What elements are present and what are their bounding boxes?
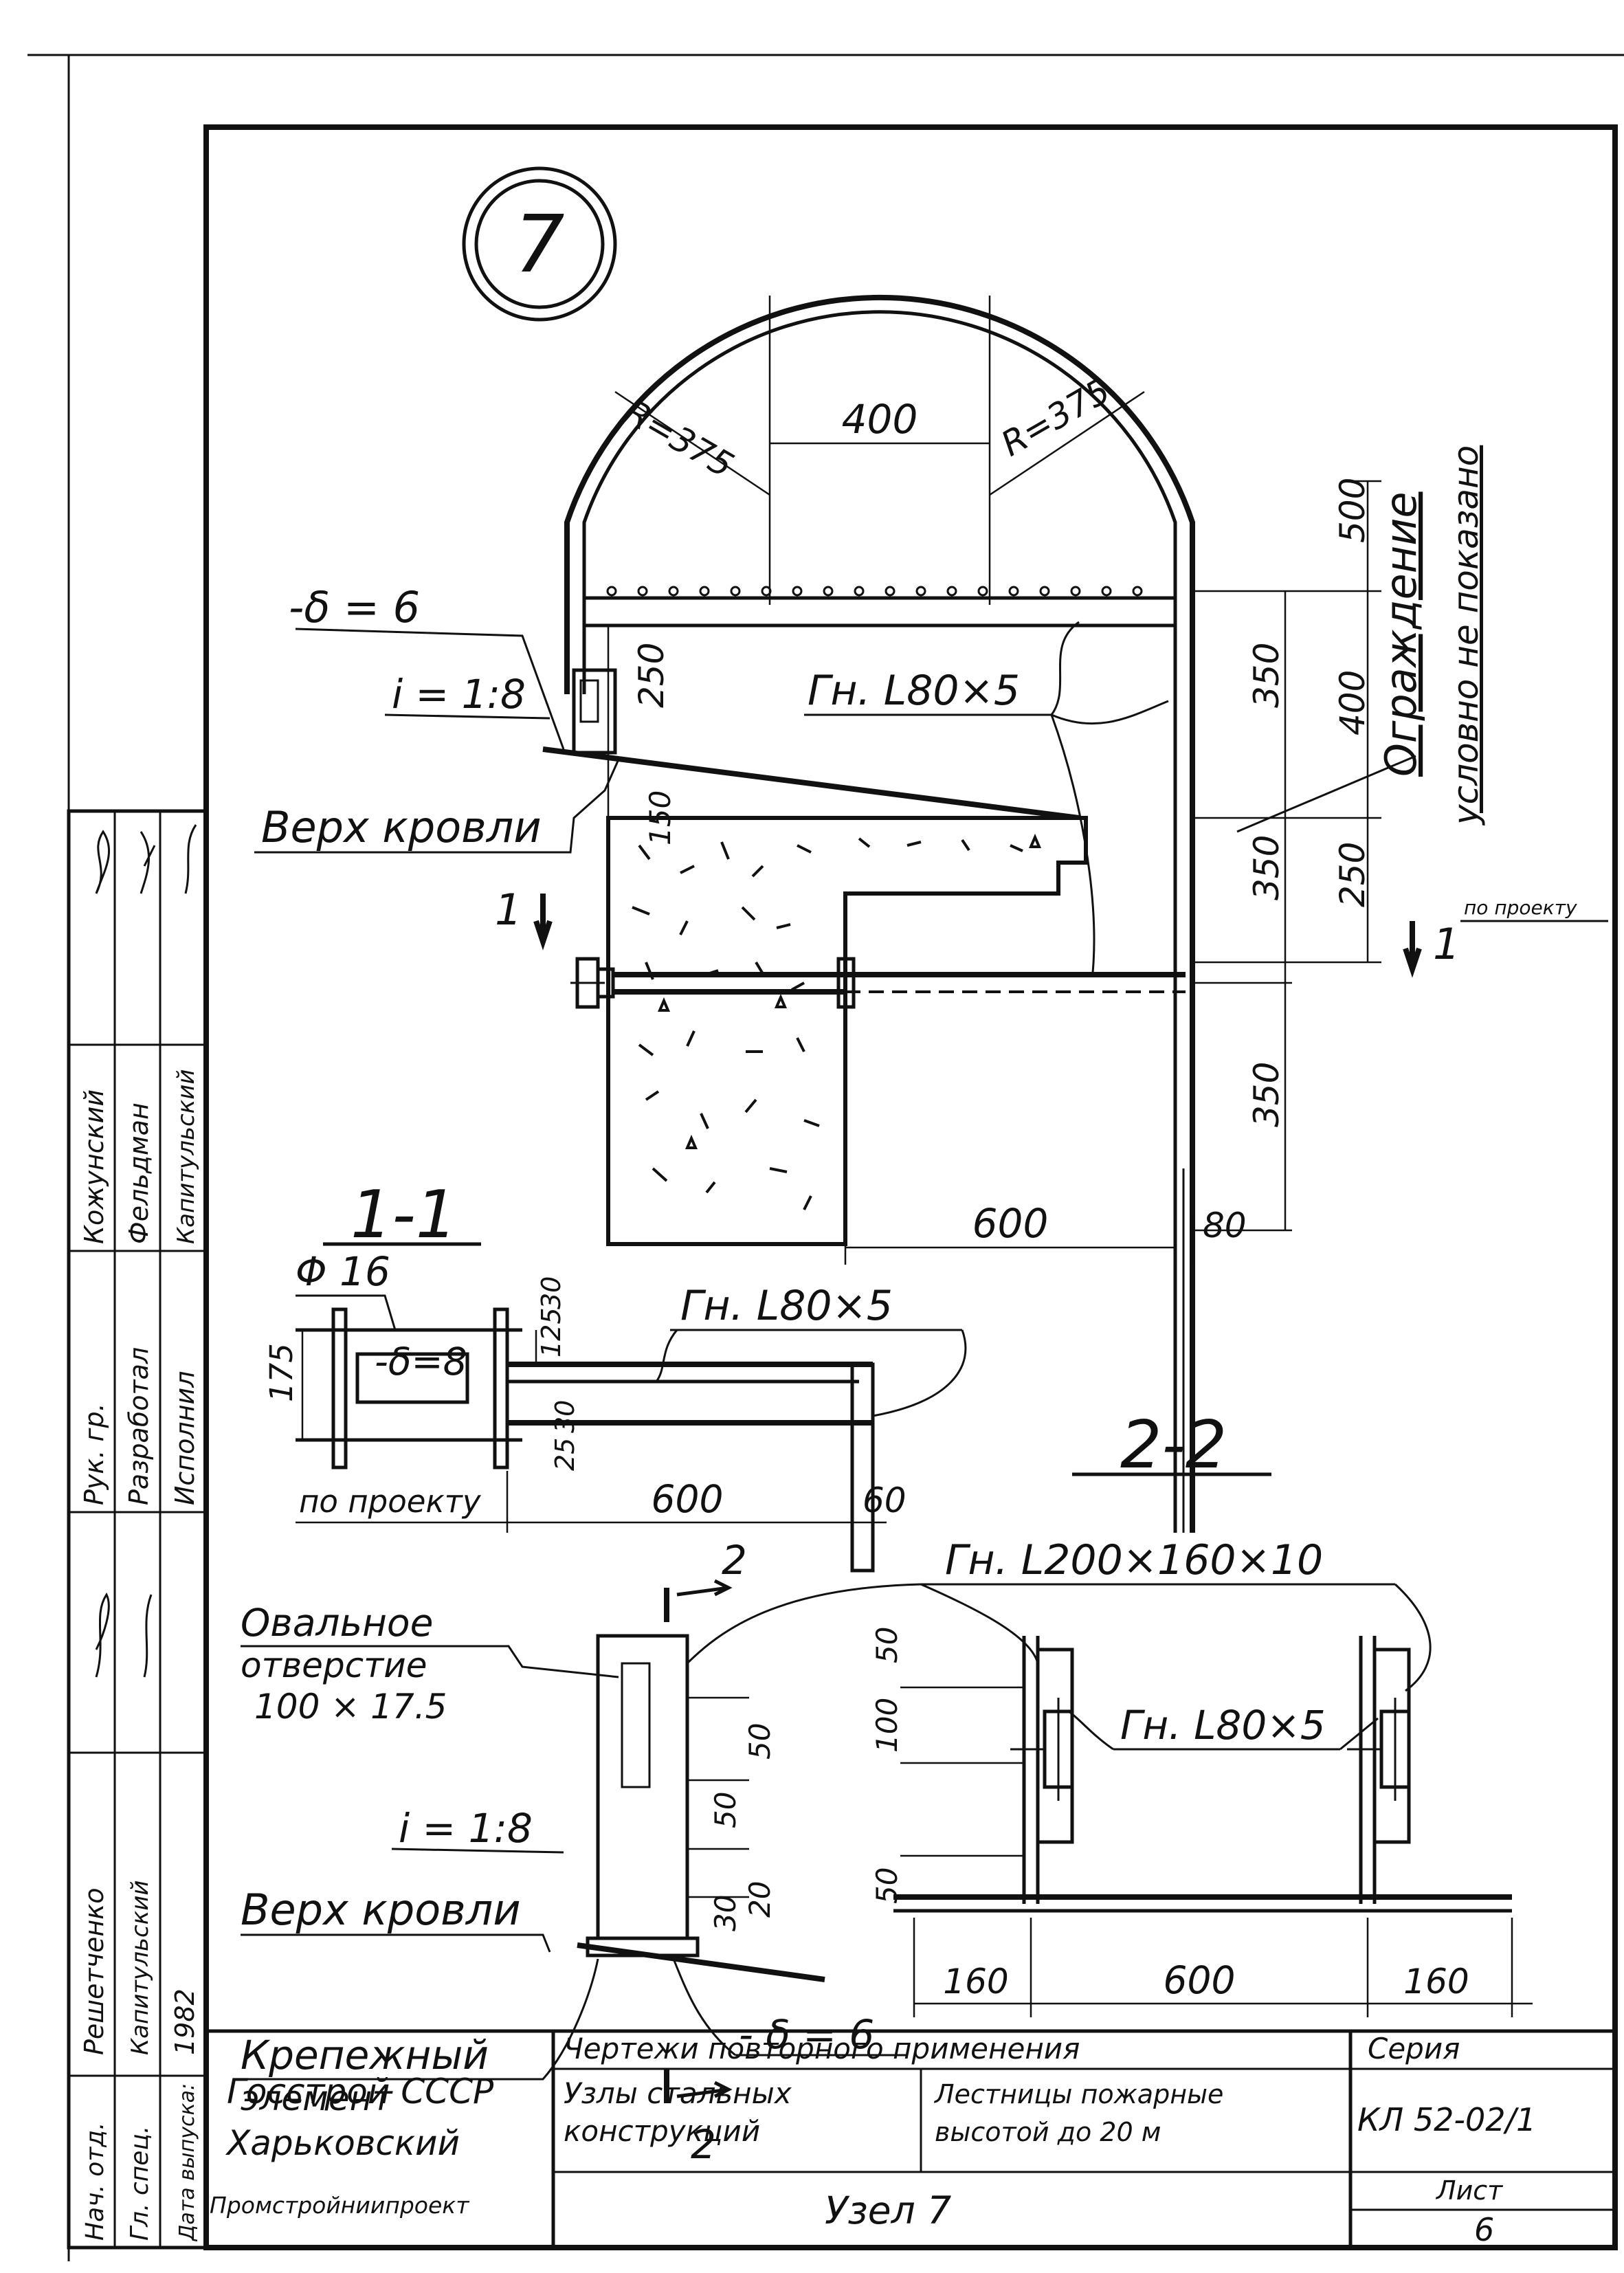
dim-500: 500	[1333, 478, 1372, 543]
dim-175: 175	[263, 1343, 300, 1402]
node-number: 7	[514, 199, 564, 291]
slope-label: i = 1:8	[392, 671, 526, 718]
dim-25: 25	[550, 1438, 580, 1471]
section-mark-right: 1	[1433, 919, 1460, 969]
dim-30-a: 30	[536, 1276, 566, 1309]
doc-type: Чертежи повторного применения	[564, 2032, 1080, 2065]
angle-assembly-right	[1347, 1636, 1411, 1904]
platform-bar	[582, 596, 1177, 628]
dim-350-c: 350	[1247, 1062, 1287, 1127]
dim-50-a: 50	[743, 1723, 777, 1760]
section-mark-left: 1	[495, 885, 522, 935]
width-top: 400	[842, 396, 918, 443]
dim-50-left: 50	[870, 1627, 904, 1663]
plate-label-2-2: - δ = 6	[739, 2011, 874, 2058]
oval-hole-2: отверстие	[241, 1645, 427, 1685]
dim-by-project: по проекту	[299, 1483, 482, 1520]
sig-lower-name-1: Решетченко	[79, 1888, 109, 2055]
hoop-inner	[582, 310, 1177, 1533]
dim-160-b: 160	[1403, 1962, 1469, 2002]
sheet-number: 6	[1474, 2211, 1494, 2248]
sig-role-3: Исполнил	[170, 1371, 200, 1505]
sheet-title: Узел 7	[825, 2188, 951, 2232]
series-value: КЛ 52-02/1	[1357, 2101, 1536, 2138]
org-3: Промстройниипроект	[210, 2192, 470, 2219]
sig-lower-role-3: Дата выпуска:	[175, 2083, 199, 2242]
signature-strip: Рук. гр. Кожунский Разработал Фельдман И…	[67, 809, 208, 2250]
sig-name-3: Капитульский	[173, 1069, 200, 1244]
main-view: R=375 R=375 400 -δ = 6 i = 1:8	[254, 294, 1608, 1533]
fence-note-2: условно не показано	[1446, 445, 1486, 826]
object-2: высотой до 20 м	[935, 2117, 1161, 2147]
concrete-wall	[606, 816, 1088, 1246]
roof-top-label: Верх кровли	[261, 802, 542, 852]
org-2: Харьковский	[225, 2123, 460, 2163]
sig-lower-role-2: Гл. спец.	[126, 2126, 154, 2241]
oval-hole-3: 100 × 17.5	[254, 1687, 447, 1727]
dim-100: 100	[870, 1698, 904, 1753]
sig-name-2: Фельдман	[124, 1102, 154, 1244]
dim-30-b: 30	[550, 1400, 580, 1433]
cut-mark-bottom: 2	[691, 2121, 716, 2168]
series-label: Серия	[1368, 2032, 1460, 2065]
by-project-note: по проекту	[1464, 896, 1577, 919]
cut-mark-top: 2	[722, 1537, 747, 1584]
slope-label-2-2: i = 1:8	[399, 1805, 533, 1852]
dim-160-a: 160	[943, 1962, 1008, 2002]
hoop-outer	[564, 294, 1195, 1533]
angle-label-1-1: Гн. L80×5	[680, 1282, 893, 1330]
angle-big-label: Гн. L200×160×10	[945, 1536, 1323, 1584]
dim-350-b: 350	[1247, 835, 1287, 900]
dim-30-2-2: 30	[709, 1895, 742, 1931]
dim-60: 60	[863, 1481, 906, 1520]
fastener-1: Крепежный	[241, 2032, 489, 2078]
dim-80: 80	[1203, 1206, 1247, 1245]
plate-label-1-1: -δ=8	[375, 1340, 467, 1384]
angle-assembly-left	[1010, 1636, 1074, 1904]
dim-250-b: 250	[1333, 842, 1372, 907]
dim-50-b: 50	[709, 1792, 742, 1828]
rod-label: Φ 16	[296, 1248, 390, 1295]
concrete-hatch	[632, 833, 1042, 1210]
dim-150: 150	[643, 790, 677, 845]
fastener-2: элемент	[241, 2078, 393, 2118]
angle-small-label: Гн. L80×5	[1120, 1702, 1326, 1749]
sig-lower-role-1: Нач. отд.	[81, 2122, 109, 2241]
org-1: Госстрой СССР	[227, 2072, 494, 2111]
subject-2: конструкций	[564, 2114, 760, 2148]
sig-name-1: Кожунский	[79, 1089, 109, 1244]
plate-label: -δ = 6	[289, 582, 420, 632]
sig-lower-name-2: Капитульский	[126, 1881, 154, 2055]
dim-125: 125	[536, 1307, 566, 1357]
title-block: Госстрой СССР Харьковский Промстройниипр…	[204, 2029, 1617, 2250]
dim-400: 400	[1333, 670, 1372, 735]
dim-600-2-2: 600	[1164, 1958, 1236, 2002]
roof-top-label-2-2: Верх кровли	[241, 1885, 521, 1935]
dim-350-a: 350	[1247, 643, 1287, 708]
sig-role-1: Рук. гр.	[79, 1403, 109, 1505]
dim-600-1-1: 600	[652, 1477, 724, 1521]
section-2-2-title: 2-2	[1120, 1408, 1227, 1483]
dim-20: 20	[743, 1881, 777, 1918]
section-1-1-title: 1-1	[351, 1177, 457, 1253]
angle-label: Гн. L80×5	[808, 667, 1020, 715]
dim-50-bottom: 50	[870, 1867, 904, 1904]
object-1: Лестницы пожарные	[933, 2079, 1223, 2109]
radius-left: R=375	[618, 392, 740, 485]
subject-1: Узлы стальных	[564, 2076, 792, 2110]
section-1-1: 1-1 Φ 16 -δ=8 Гн. L80×5 175 125 30 30 25…	[263, 1177, 967, 1573]
oval-hole-1: Овальное	[241, 1601, 433, 1645]
vertical-dims: 500 350 400 350 250 350 250 150	[607, 478, 1381, 1232]
sheet-label: Лист	[1435, 2175, 1504, 2206]
sig-role-2: Разработал	[124, 1347, 154, 1505]
dim-250-a: 250	[632, 643, 671, 708]
dim-600: 600	[972, 1200, 1049, 1247]
hoop-rungs	[606, 586, 1143, 597]
node-number-badge: 7	[462, 166, 617, 322]
fence-note-1: Ограждение	[1376, 491, 1426, 777]
sig-lower-name-3: 1982	[170, 1988, 200, 2055]
section-2-2: 2-2 2 2 Овальное отверстие 100 × 17.5 i …	[241, 1408, 1533, 2168]
